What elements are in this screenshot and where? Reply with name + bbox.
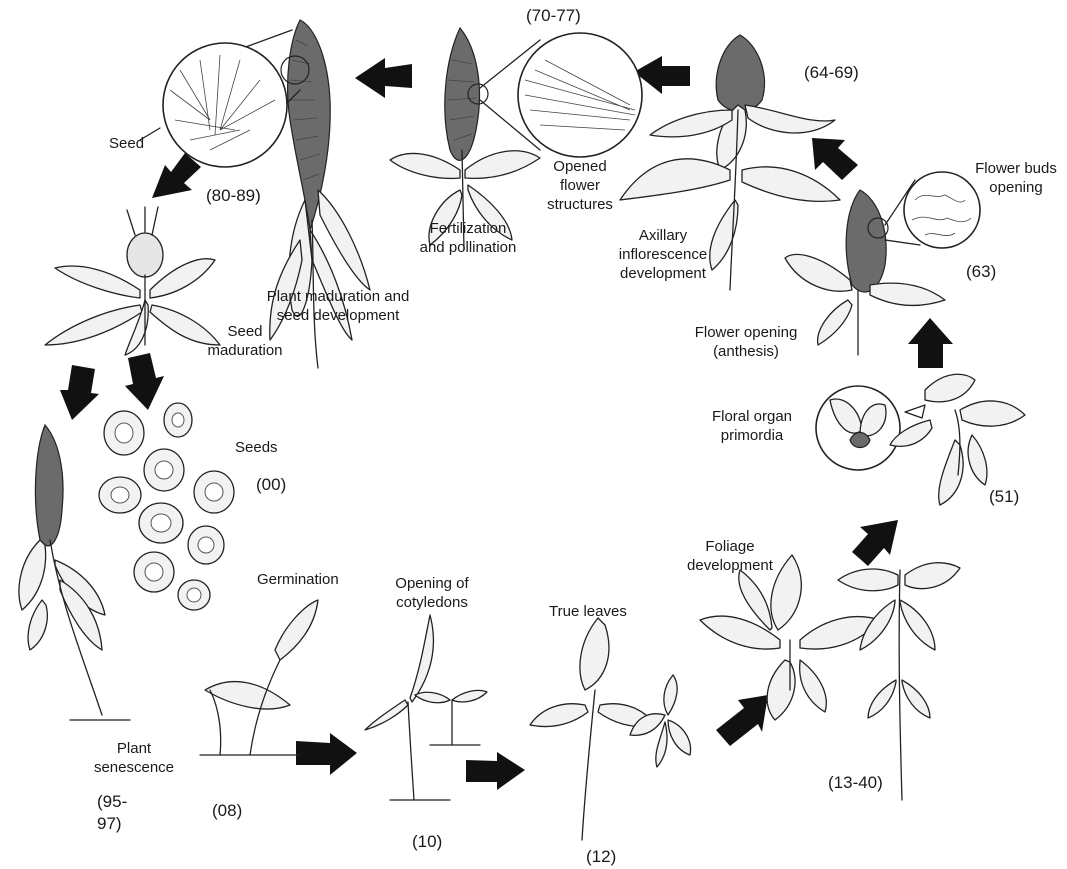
seed-icon: [99, 403, 234, 610]
flower-opening-label: Flower opening (anthesis): [686, 323, 806, 361]
plant-maduration-label: Plant maduration and seed development: [246, 287, 430, 325]
stage-code-70-77: (70-77): [526, 6, 581, 26]
plant-illustration-icon: [390, 28, 642, 250]
plant-illustration-icon: [45, 207, 220, 355]
flower-buds-label: Flower buds opening: [964, 159, 1067, 197]
plant-illustration-icon: [19, 425, 130, 720]
seed-label: Seed: [109, 134, 144, 153]
germination-label: Germination: [257, 570, 339, 589]
floral-organ-label: Floral organ primordia: [704, 407, 800, 445]
seeds-label: Seeds: [235, 438, 278, 457]
axillary-label: Axillary inflorescence development: [610, 226, 716, 283]
opening-cotyledons-label: Opening of cotyledons: [382, 574, 482, 612]
stage-code-64-69: (64-69): [804, 63, 859, 83]
senescence-label: Plant senescence: [84, 739, 184, 777]
stage-code-80-89: (80-89): [206, 186, 261, 206]
stage-code-12: (12): [586, 847, 616, 867]
stage-code-13-40: (13-40): [828, 773, 883, 793]
stage-code-95-97: (95- 97): [97, 791, 127, 835]
seed-maduration-label: Seed maduration: [200, 322, 290, 360]
plant-illustration-icon: [200, 600, 318, 755]
plant-illustration-icon: [816, 374, 1025, 505]
fertilization-label: Fertilization and pollination: [400, 219, 536, 257]
plant-illustration-icon: [838, 563, 960, 800]
plant-illustration-icon: [530, 618, 691, 840]
true-leaves-label: True leaves: [549, 602, 627, 621]
stage-code-63: (63): [966, 262, 996, 282]
stage-code-51: (51): [989, 487, 1019, 507]
stage-code-10: (10): [412, 832, 442, 852]
stage-code-08: (08): [212, 801, 242, 821]
stage-code-00: (00): [256, 475, 286, 495]
opened-flower-label: Opened flower structures: [534, 157, 626, 214]
foliage-label: Foliage development: [680, 537, 780, 575]
